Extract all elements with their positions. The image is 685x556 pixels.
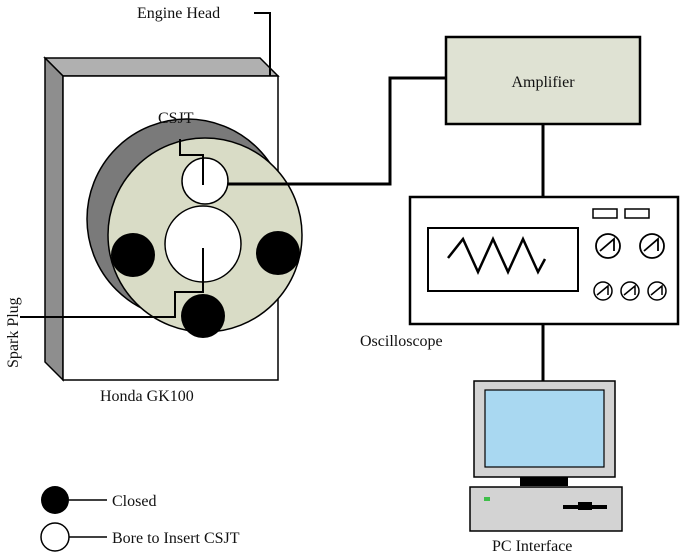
- oscilloscope-button-2: [624, 208, 650, 219]
- closed-port-bottom: [181, 294, 225, 338]
- engine-head-label: Engine Head: [137, 5, 220, 22]
- pc-interface-label: PC Interface: [492, 538, 572, 555]
- oscilloscope: Oscilloscope: [360, 195, 680, 350]
- csjt-leader: [179, 139, 204, 185]
- pc-tower: [469, 486, 623, 532]
- oscilloscope-small-knobs: [593, 281, 667, 301]
- cylinder-disc: [86, 118, 303, 338]
- legend-bore-label: Bore to Insert CSJT: [112, 530, 240, 547]
- spark-plug-leader: [20, 248, 204, 318]
- monitor-screen: [484, 389, 605, 468]
- pc-computer: PC Interface: [469, 380, 623, 555]
- legend-closed-label: Closed: [112, 493, 156, 510]
- engine-head-side-face: [44, 56, 64, 382]
- closed-port-left: [111, 233, 155, 277]
- oscilloscope-label: Oscilloscope: [360, 333, 443, 350]
- csjt-label: CSJT: [158, 110, 194, 127]
- oscilloscope-waveform: [447, 235, 547, 276]
- csjt-bore: [181, 157, 229, 205]
- monitor-stand: [520, 477, 568, 486]
- legend-bore-symbol: [40, 522, 70, 552]
- pc-drive-button: [578, 502, 592, 510]
- pc-power-led: [484, 497, 490, 501]
- oscilloscope-button-1: [592, 208, 618, 219]
- amplifier-label: Amplifier: [511, 74, 575, 91]
- engine-head-top-face: [43, 57, 280, 77]
- oscilloscope-large-knobs: [595, 233, 665, 259]
- honda-label: Honda GK100: [100, 388, 194, 405]
- engine-head-leader: [254, 12, 271, 76]
- amplifier-box: Amplifier: [444, 35, 642, 126]
- legend-closed-symbol: [41, 486, 69, 514]
- csjt-signal-cable: [228, 76, 446, 186]
- legend: Closed Bore to Insert CSJT: [40, 486, 240, 552]
- closed-port-right: [256, 231, 300, 275]
- spark-plug-label: Spark Plug: [5, 297, 22, 368]
